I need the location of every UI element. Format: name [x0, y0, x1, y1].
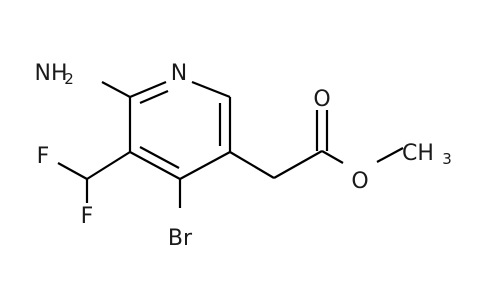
atom-n-ring: N [171, 61, 187, 86]
atom-methyl-count: 3 [442, 150, 452, 168]
bond-c4-c3 [129, 151, 181, 180]
bond-c5-c4 [179, 151, 231, 180]
bond-c5-ch2 [229, 151, 275, 179]
atom-ester-oxygen: O [351, 169, 368, 194]
atom-bromine: Br [168, 226, 193, 251]
atom-carbonyl-oxygen: O [313, 87, 330, 112]
bonds [57, 80, 404, 208]
bond-chf2-f-top [57, 162, 88, 180]
bond-carbonyl-oester [321, 150, 344, 164]
atom-labels: N NH 2 F F Br O O CH 3 [35, 61, 452, 251]
atom-fluorine-top: F [37, 144, 50, 169]
atom-amino: NH [35, 61, 68, 86]
bond-oester-methyl [376, 147, 404, 163]
bond-c2-n-inner [139, 89, 169, 105]
bond-c4-c3-inner [139, 146, 180, 169]
atom-amino-count: 2 [64, 70, 74, 88]
bond-n-c6 [191, 80, 231, 99]
bond-c2-nh2 [101, 81, 131, 98]
bond-c3-chf2 [86, 151, 131, 180]
bond-ch2-carbonyl [273, 150, 323, 179]
bond-c2-n [129, 80, 167, 99]
atom-methyl: CH [402, 141, 434, 166]
atom-fluorine-bottom: F [81, 204, 94, 229]
